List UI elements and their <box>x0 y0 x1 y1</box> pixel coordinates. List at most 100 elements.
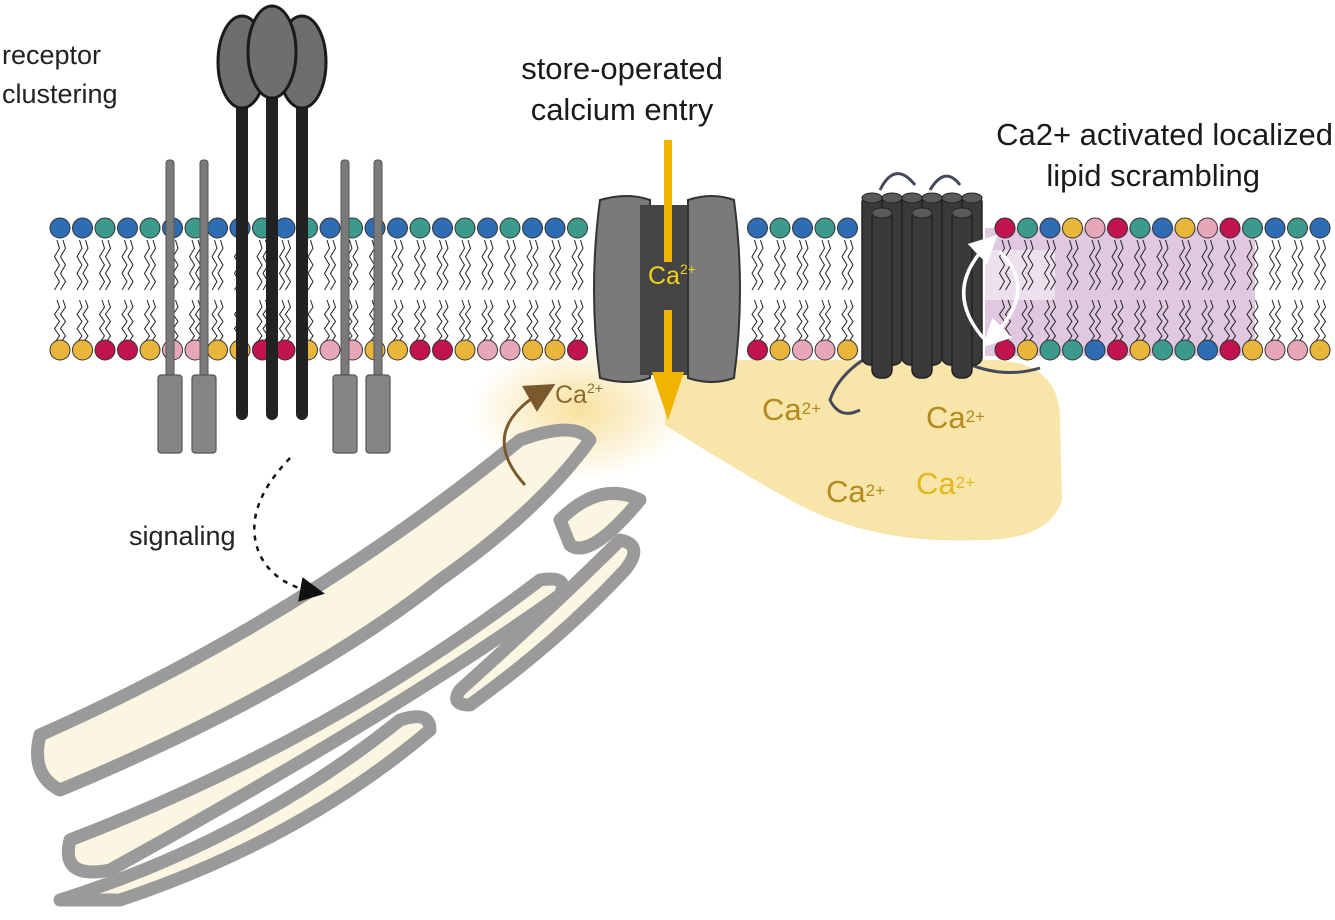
lipid-tail <box>487 239 494 291</box>
lipid-tail <box>481 239 488 291</box>
lipid-tail <box>1313 299 1321 344</box>
lipid-tail <box>779 299 787 344</box>
lipid-tail <box>577 299 584 344</box>
lipid-tail <box>503 299 511 344</box>
receptor-stalk <box>340 159 350 381</box>
lipid-tail <box>1246 299 1253 344</box>
lipid-tail <box>1313 239 1321 291</box>
lipid-tail <box>1319 299 1327 344</box>
channel-ca-ion: Ca2+ <box>648 261 696 290</box>
lipid-tail <box>59 239 67 291</box>
calcium-cloud <box>665 360 1062 541</box>
lipid-tail <box>841 299 848 344</box>
lipid-head-inner <box>454 339 476 361</box>
lipid-tail <box>442 299 449 344</box>
lipid-tail <box>1021 299 1028 344</box>
lipid-tail <box>352 299 359 344</box>
lipid-head-inner <box>994 339 1016 361</box>
lipid-tail <box>143 299 151 344</box>
scramblase-helix <box>871 209 893 379</box>
calcium-influx-arrow <box>652 140 684 420</box>
lipid-tail <box>346 299 353 344</box>
lipid-tail <box>802 239 809 291</box>
lipid-tail <box>1133 299 1141 344</box>
receptor-domain <box>191 374 217 454</box>
lipid-head-inner <box>544 339 566 361</box>
lipid-tail <box>1156 299 1163 344</box>
lipid-head-outer <box>1152 217 1173 239</box>
lipid-tail <box>841 239 848 291</box>
lipid-tail <box>217 239 224 291</box>
lipid-head-outer <box>1197 217 1218 239</box>
cytosol-ca-ion: Ca2+ <box>916 466 975 501</box>
lipid-tail <box>509 239 517 291</box>
cytosol-ca-ion: Ca2+ <box>826 474 885 509</box>
lipid-tail <box>464 299 472 344</box>
lipid-tail <box>509 299 517 344</box>
lipid-head-inner <box>1287 339 1308 361</box>
lipid-head-outer <box>522 217 543 239</box>
lipid-tail <box>1274 239 1282 291</box>
lipid-head-outer <box>72 217 93 239</box>
lipid-tail <box>796 299 803 344</box>
receptor-core-stalk <box>266 90 278 420</box>
lipid-head-inner <box>319 339 341 361</box>
lipid-tail <box>757 239 764 291</box>
lipid-tail <box>1072 299 1079 344</box>
receptor-head <box>246 4 298 100</box>
scramblase-helix-top <box>911 207 933 219</box>
lipid-tail <box>53 299 61 344</box>
lipid-head-outer <box>387 217 408 239</box>
scramblase-helix-top <box>951 207 973 219</box>
lipid-tail <box>1297 299 1304 344</box>
lipid-head-inner <box>1309 339 1331 361</box>
receptor-domain <box>332 374 358 454</box>
lipid-tail <box>1027 239 1034 291</box>
scramblase-helix-top <box>861 192 883 204</box>
lipid-tail <box>1111 239 1118 291</box>
lipid-tail <box>526 239 533 291</box>
lipid-tail <box>397 299 404 344</box>
lipid-head-inner <box>769 339 791 361</box>
lipid-tail <box>127 239 134 291</box>
lipid-tail <box>1291 239 1298 291</box>
lipid-tail <box>773 299 781 344</box>
lipid-tail <box>256 239 263 291</box>
receptor-domain <box>157 374 183 454</box>
lipid-tail <box>1094 299 1102 344</box>
lipid-tail <box>329 239 337 291</box>
lipid-tail <box>1223 299 1231 344</box>
lipid-head-inner <box>432 339 453 361</box>
lipid-tail <box>526 299 533 344</box>
lipid-tail <box>329 299 337 344</box>
receptor-label-line1: receptor <box>2 40 101 70</box>
lipid-tail <box>458 239 466 291</box>
lipid-tail <box>59 299 67 344</box>
lipid-tail <box>548 299 556 344</box>
lipid-tail <box>1268 239 1276 291</box>
scramblase-helix-top <box>921 192 943 204</box>
lipid-head-inner <box>1197 339 1218 361</box>
lipid-tail <box>796 239 803 291</box>
lipid-tail <box>1246 239 1253 291</box>
scramble-label-line2: lipid scrambling <box>1046 158 1260 193</box>
lipid-head-outer <box>139 217 161 239</box>
er-icon <box>31 423 647 907</box>
lipid-tail <box>577 239 584 291</box>
lipid-tail <box>1111 299 1118 344</box>
receptor-domain <box>365 374 391 454</box>
lipid-tail <box>284 239 292 291</box>
lipid-head-inner <box>477 339 498 361</box>
lipid-tail <box>98 299 106 344</box>
lipid-head-inner <box>1129 339 1151 361</box>
lipid-tail <box>1223 239 1231 291</box>
scramble-flip-arrows <box>962 234 1020 348</box>
lipid-tail <box>278 299 286 344</box>
lipid-tail <box>1066 299 1073 344</box>
lipid-head-inner <box>1084 339 1106 361</box>
lipid-tail <box>188 299 196 344</box>
lipid-tail <box>1117 299 1124 344</box>
lipid-tail <box>1252 299 1259 344</box>
